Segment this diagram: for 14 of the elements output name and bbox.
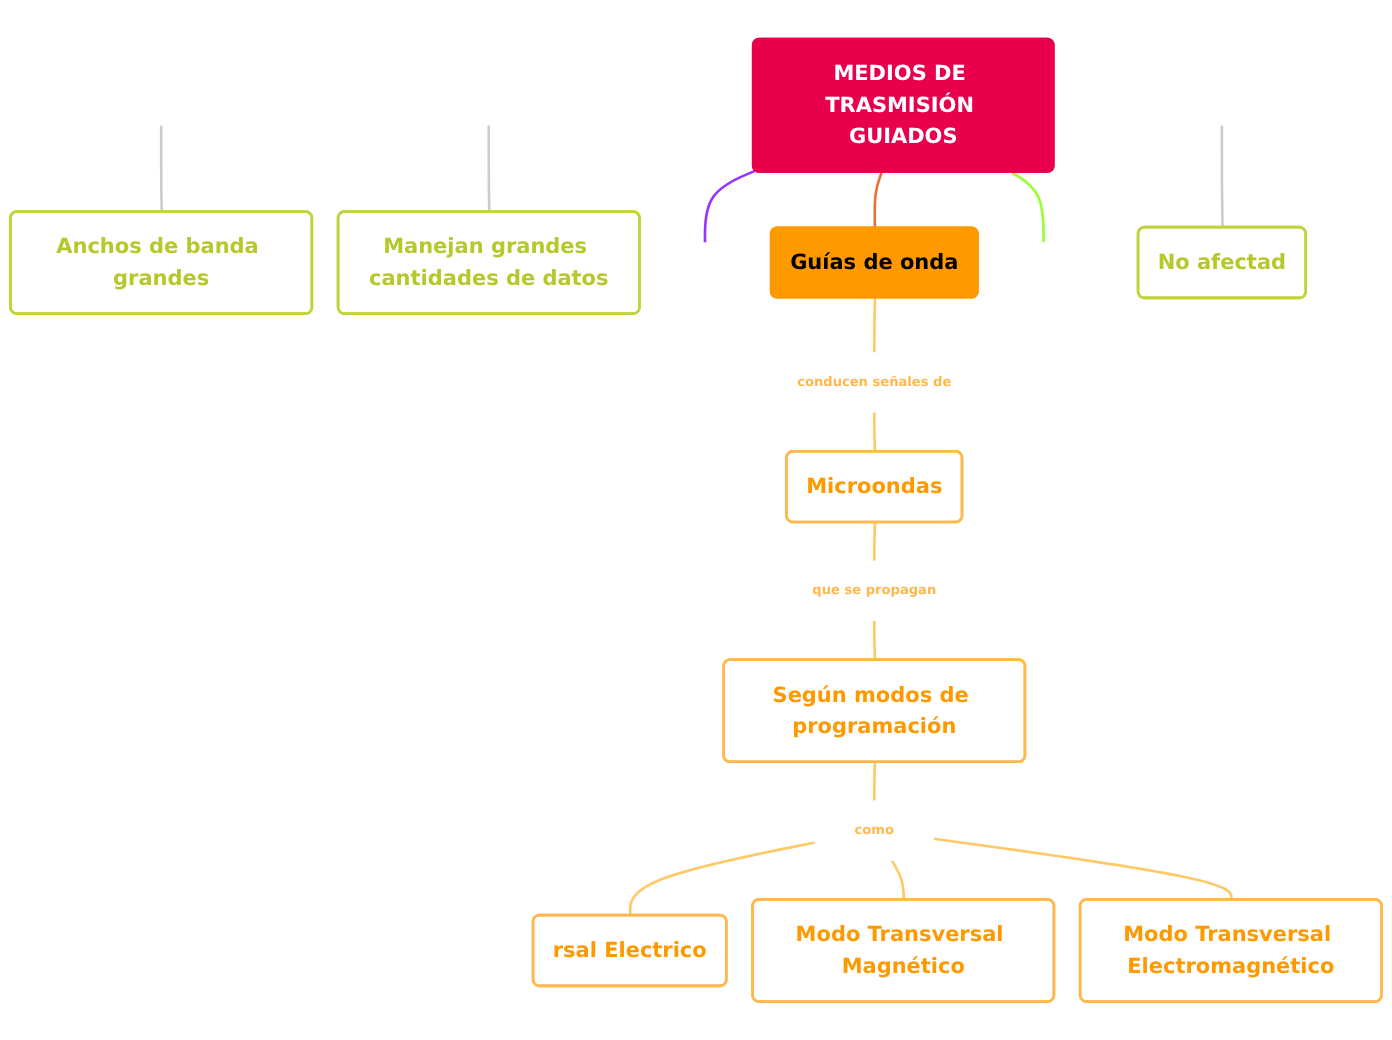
connector <box>872 298 877 353</box>
connector <box>890 859 906 901</box>
connector <box>872 522 877 562</box>
connector <box>873 172 883 228</box>
connector <box>1011 171 1045 243</box>
connector <box>872 620 877 661</box>
connector <box>1220 124 1224 228</box>
connector <box>933 837 1233 901</box>
connector <box>628 841 816 916</box>
connector <box>487 124 491 213</box>
connector <box>159 124 164 213</box>
connector <box>872 762 877 802</box>
connector <box>872 411 877 452</box>
connector <box>703 169 756 243</box>
